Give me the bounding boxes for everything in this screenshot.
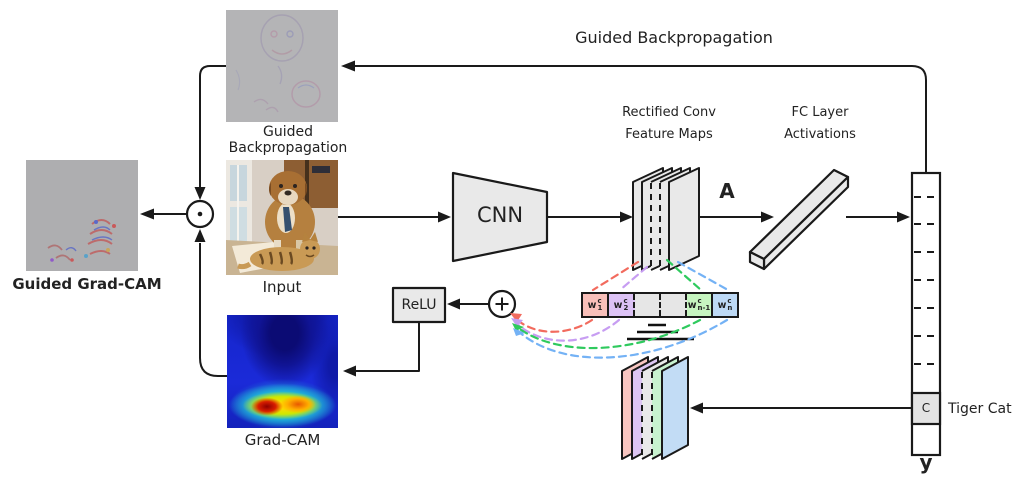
fc-layer-label-line1: FC Layer (791, 105, 849, 120)
sum-to-relu-arrow (447, 298, 489, 310)
class-name-label: Tiger Cat (948, 401, 1012, 417)
elementwise-product-icon (185, 199, 215, 229)
cnn-node (451, 171, 549, 263)
guided-backprop-image (226, 10, 338, 122)
sum-curve-green (515, 318, 702, 350)
feature-maps-label: Rectified Conv Feature Maps (594, 102, 744, 146)
fan-line-green (665, 258, 703, 292)
fan-line-purple (618, 265, 649, 292)
class-score-cell (910, 391, 942, 426)
weight-fan-lines (591, 258, 730, 292)
cnn-to-featuremaps-arrow (547, 211, 633, 223)
input-photo (226, 160, 338, 275)
dot-to-guided-gradcam-arrow (140, 208, 186, 220)
fc-layer-label: FC Layer Activations (745, 102, 895, 146)
relu-node (391, 286, 447, 324)
guided-gradcam-caption: Guided Grad-CAM (12, 275, 162, 293)
relu-to-gradcam-arrow (343, 322, 420, 377)
guided-backprop-caption: Guided Backpropagation (228, 124, 348, 156)
fc-layer-label-line2: Activations (784, 127, 856, 142)
sum-arrowhead-purple (511, 318, 523, 327)
class-to-gradients-arrow (690, 402, 912, 414)
gradcam-to-dot-arrow (194, 229, 227, 377)
fan-line-blue (676, 260, 730, 292)
sum-curve-purple (514, 318, 621, 342)
input-caption: Input (262, 278, 302, 296)
gbp-to-dot-arrow (194, 65, 226, 200)
sum-arrowhead-red (510, 313, 522, 322)
weight-cell-ellipsis-1 (635, 294, 661, 316)
guided-gradcam-image (26, 160, 138, 271)
feature-maps-label-line1: Rectified Conv (622, 105, 716, 120)
gradcam-caption: Grad-CAM (244, 431, 321, 449)
weight-cell-ellipsis-2 (661, 294, 687, 316)
weight-sum-curves (510, 313, 729, 359)
guided-backprop-feedback-arrow (341, 60, 927, 173)
fc-to-vector-arrow (846, 211, 910, 223)
fan-line-red (591, 260, 640, 292)
guided-backprop-flow-label: Guided Backpropagation (575, 28, 773, 47)
gradcam-heatmap-image (227, 315, 338, 428)
input-image (226, 160, 338, 275)
feature-maps-stack (632, 167, 700, 271)
input-to-cnn-arrow (338, 211, 451, 223)
gradient-maps-stack (621, 356, 689, 460)
sum-curve-blue (516, 318, 729, 359)
guided-backprop-sketch (235, 14, 321, 113)
featuremaps-to-fc-arrow (699, 211, 774, 223)
feature-maps-label-line2: Feature Maps (625, 127, 713, 142)
output-vector (910, 171, 942, 457)
activations-symbol: A (719, 179, 735, 203)
class-cell-label: C (921, 401, 931, 415)
output-vector-symbol: y (919, 450, 933, 474)
relu-label: ReLU (401, 297, 437, 313)
fc-activations-bar (748, 168, 850, 271)
sum-arrowhead-blue (513, 328, 525, 336)
sum-curve-red (513, 316, 594, 333)
guided-gradcam-sketch (47, 219, 116, 262)
cnn-label: CNN (476, 203, 524, 227)
